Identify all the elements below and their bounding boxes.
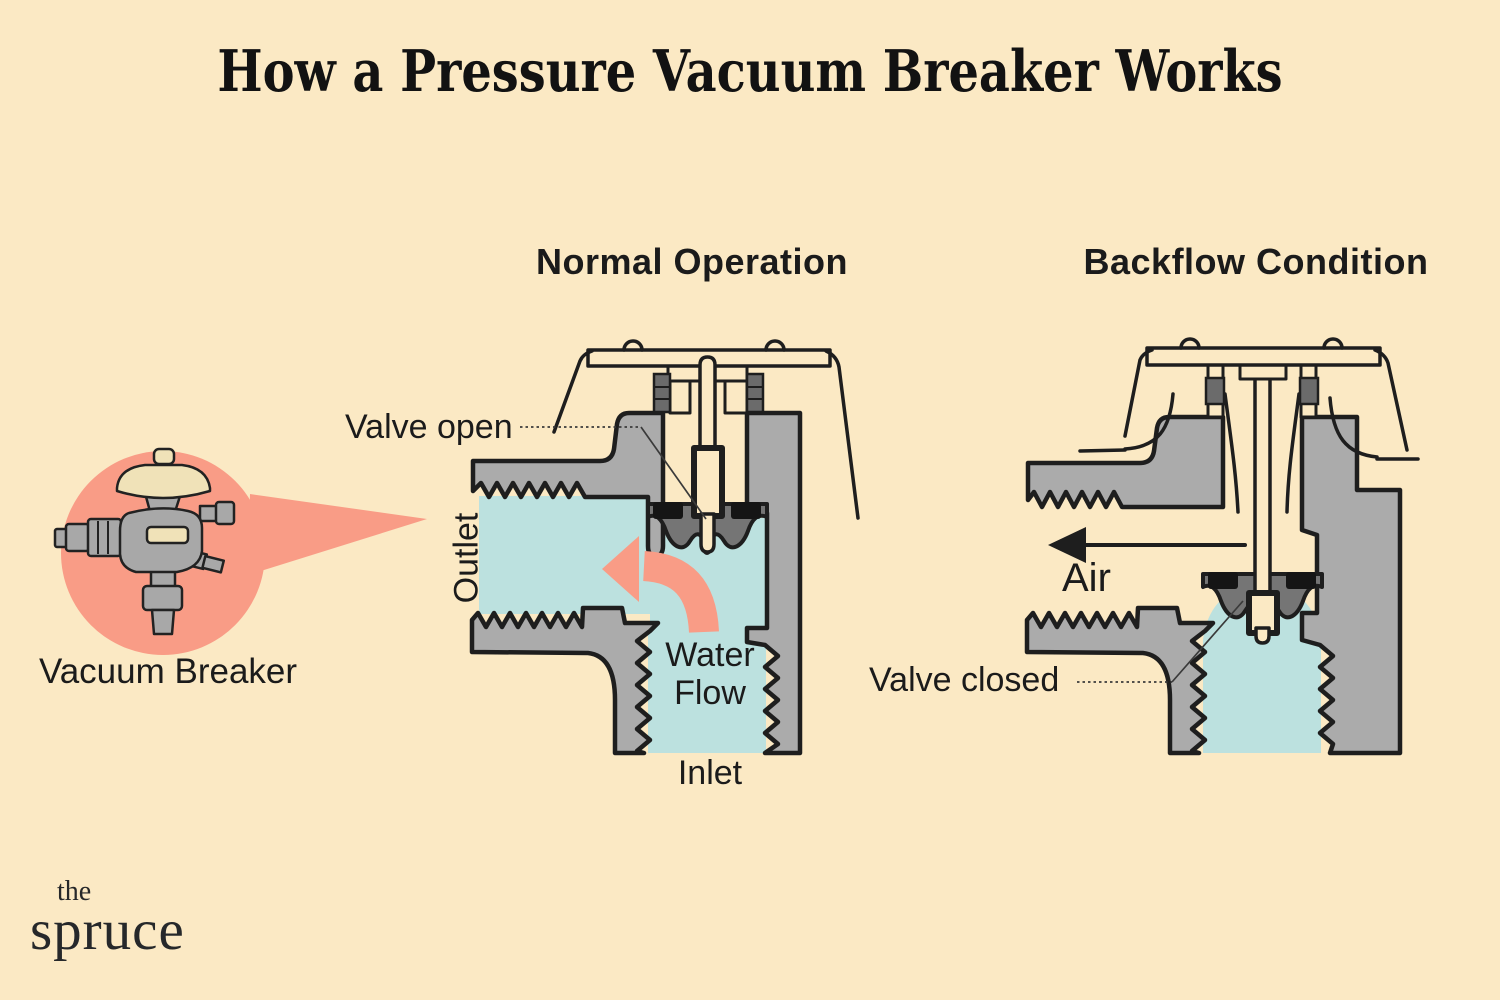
valve-closed-label: Valve closed (869, 661, 1060, 699)
bonnet-normal (652, 364, 765, 415)
outlet-lower-wall-backflow (1024, 605, 1216, 756)
water-flow-line1: Water (665, 636, 755, 674)
brand-logo: the spruce (30, 876, 185, 962)
outlet-lower-wall (469, 605, 661, 756)
stem-normal (691, 355, 725, 554)
inlet-label: Inlet (677, 754, 743, 792)
seal-left (653, 502, 683, 519)
vacuum-breaker-label: Vacuum Breaker (38, 652, 298, 691)
valve-open-label: Valve open (345, 408, 513, 446)
normal-operation-diagram (469, 339, 860, 756)
water-flow-label: Water Flow (634, 636, 786, 712)
water-backflow (1203, 583, 1321, 753)
valve-closed-leader-line (1077, 600, 1244, 683)
brand-logo-the: the (57, 876, 92, 907)
right-wall-normal (744, 410, 803, 756)
brand-logo-spruce: spruce (30, 899, 185, 962)
outlet-upper-wall-backflow (1025, 414, 1226, 510)
valve-open-leader-line (520, 426, 707, 520)
vacuum-breaker-illustration (53, 447, 236, 636)
outlet-label: Outlet (447, 512, 486, 604)
section-heading-backflow-condition: Backflow Condition (1083, 241, 1429, 282)
bonnet-backflow (1204, 363, 1320, 419)
right-wall-backflow (1299, 414, 1403, 756)
backflow-diagram (1024, 337, 1420, 756)
cap-backflow (1078, 337, 1420, 514)
section-heading-normal-operation: Normal Operation (535, 241, 849, 282)
air-label: Air (1062, 556, 1111, 600)
page-title: How a Pressure Vacuum Breaker Works (217, 38, 1283, 105)
air-flow-arrow (1048, 527, 1247, 563)
seal-right (731, 502, 761, 519)
water-flow-arrow (602, 536, 719, 634)
water-flow-line2: Flow (674, 674, 746, 712)
stem-backflow (1246, 355, 1280, 645)
